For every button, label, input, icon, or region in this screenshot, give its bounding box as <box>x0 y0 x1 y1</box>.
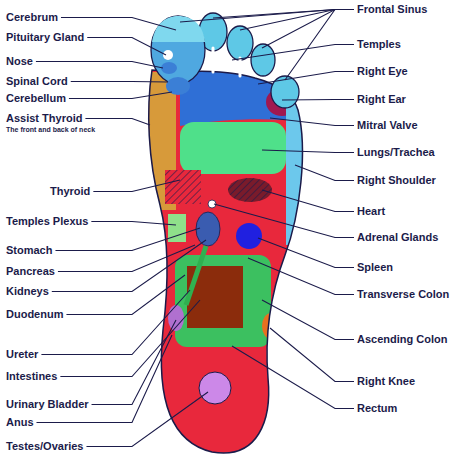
leader-line <box>60 300 200 377</box>
leader-line <box>55 228 200 251</box>
leader-line <box>91 222 176 226</box>
leader-line <box>232 45 354 61</box>
leader-line <box>262 190 354 212</box>
leader-line <box>262 150 354 153</box>
leader-line <box>270 118 354 126</box>
part-label: Mitral Valve <box>357 119 418 132</box>
part-label: Right Ear <box>357 93 406 106</box>
part-label: Intestines <box>6 370 57 383</box>
leader-line <box>248 258 354 295</box>
part-label: Thyroid <box>50 185 90 198</box>
part-label: Kidneys <box>6 285 49 298</box>
part-label: Urinary Bladder <box>6 398 89 411</box>
part-label: Assist Thyroid <box>6 112 82 125</box>
leader-line <box>93 180 180 192</box>
leader-line <box>258 72 354 85</box>
part-label: Heart <box>357 205 385 218</box>
leader-line <box>240 10 354 31</box>
part-label: Temples Plexus <box>6 215 88 228</box>
leader-line <box>58 245 195 272</box>
part-label: Lungs/Trachea <box>357 146 435 159</box>
part-label: Stomach <box>6 244 52 257</box>
part-label: Right Knee <box>357 375 415 388</box>
part-label: Temples <box>357 38 401 51</box>
part-label: Testes/Ovaries <box>6 440 83 453</box>
part-label: Right Eye <box>357 65 408 78</box>
part-label: Frontal Sinus <box>357 3 427 16</box>
leader-line <box>71 81 168 83</box>
toes <box>151 13 299 108</box>
leader-line <box>262 10 354 49</box>
leader-line <box>85 119 150 126</box>
leader-line <box>214 204 354 238</box>
leader-line <box>87 38 166 56</box>
leader-line <box>270 328 354 382</box>
part-label: Duodenum <box>6 308 63 321</box>
leader-line <box>52 240 206 292</box>
part-label: Pituitary Gland <box>6 31 84 44</box>
leader-line <box>36 62 163 69</box>
part-label: Anus <box>6 416 34 429</box>
part-label: The front and back of neck <box>6 126 95 134</box>
leader-line <box>92 320 176 405</box>
toe-slits <box>213 48 240 76</box>
leader-line <box>295 165 354 181</box>
leader-line <box>232 346 354 409</box>
part-label: Cerebrum <box>6 11 58 24</box>
part-label: Cerebellum <box>6 92 66 105</box>
part-label: Spinal Cord <box>6 75 68 88</box>
leader-line <box>86 392 208 447</box>
leader-line <box>66 275 185 315</box>
leader-line <box>282 99 354 101</box>
leader-line <box>258 238 354 268</box>
leader-line <box>69 92 172 99</box>
part-label: Nose <box>6 55 33 68</box>
part-label: Adrenal Glands <box>357 231 438 244</box>
part-label: Transverse Colon <box>357 288 449 301</box>
part-label: Ureter <box>6 348 38 361</box>
leader-line <box>61 18 176 31</box>
sole <box>140 70 312 453</box>
leader-line <box>262 300 354 340</box>
part-label: Spleen <box>357 261 393 274</box>
part-label: Right Shoulder <box>357 174 436 187</box>
part-label: Ascending Colon <box>357 333 447 346</box>
part-label: Rectum <box>357 402 397 415</box>
part-label: Pancreas <box>6 265 55 278</box>
